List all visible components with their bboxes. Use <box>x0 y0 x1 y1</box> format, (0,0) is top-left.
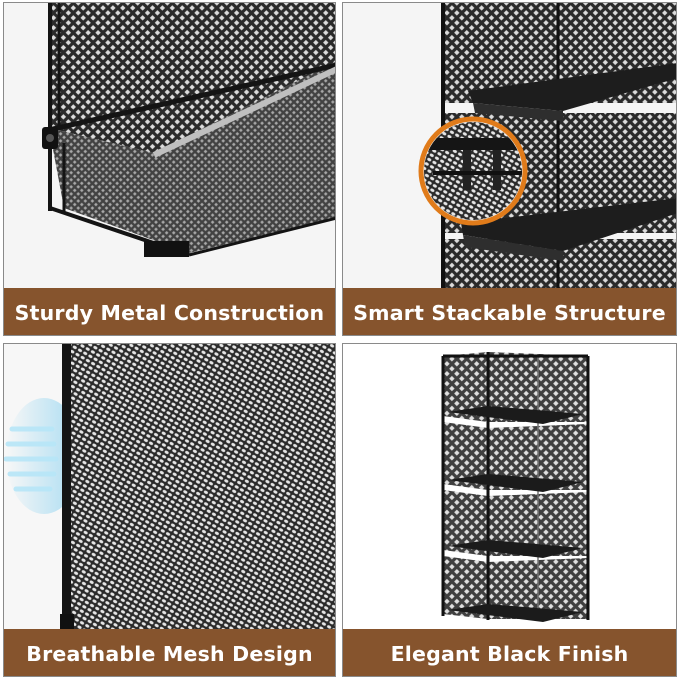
four-tier-organizer-image <box>343 344 676 676</box>
feature-panel-black-finish: Elegant Black Finish <box>342 343 677 677</box>
caption-breathable-mesh: Breathable Mesh Design <box>4 629 335 676</box>
mesh-panel-closeup-image <box>4 344 335 676</box>
feature-panel-stackable-structure: Smart Stackable Structure <box>342 2 677 336</box>
caption-stackable-structure: Smart Stackable Structure <box>343 288 676 335</box>
caption-metal-construction: Sturdy Metal Construction <box>4 288 335 335</box>
stacked-shelves-image <box>343 3 676 335</box>
organizer-tower <box>441 352 590 622</box>
feature-panel-metal-construction: Sturdy Metal Construction <box>3 2 336 336</box>
caption-black-finish: Elegant Black Finish <box>343 629 676 676</box>
feature-panel-breathable-mesh: Breathable Mesh Design <box>3 343 336 677</box>
metal-frame-closeup-image <box>4 3 335 335</box>
